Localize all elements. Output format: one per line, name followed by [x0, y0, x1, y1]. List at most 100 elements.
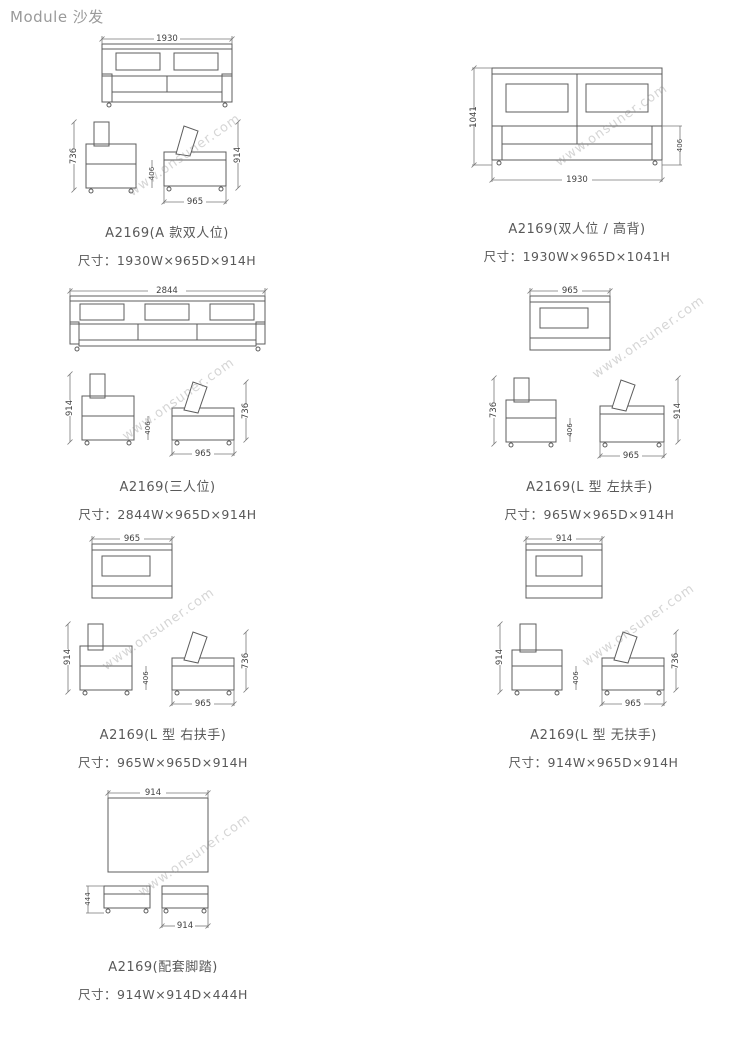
- dim-label-right-height: 914: [233, 147, 243, 163]
- technical-drawing-ottoman: 914 444 914: [84, 788, 211, 931]
- product-name: A2169(L 型 右扶手): [99, 728, 227, 743]
- side-view-with-arm: [79, 623, 133, 696]
- dim-label-depth: 965: [623, 451, 639, 461]
- dim-label-left-height: 1041: [469, 106, 479, 128]
- technical-drawing-l-left-arm: 965 736 406 914: [489, 286, 683, 461]
- technical-drawing-l-armless: 914 914 406 736: [495, 534, 681, 709]
- dim-overall-height: 914: [63, 621, 73, 695]
- dim-label-right-height: 736: [241, 403, 251, 419]
- back-view: [529, 295, 611, 351]
- front-view-highback: [491, 67, 663, 166]
- dim-label-seat-height: 406: [144, 421, 152, 435]
- dim-seat-height: 406: [148, 160, 156, 188]
- dim-label-depth: 965: [195, 699, 211, 709]
- dim-label-seat-height: 406: [566, 423, 574, 437]
- dim-depth: 965: [161, 186, 229, 207]
- side-view-armless-back: [511, 623, 563, 696]
- product-name: A2169(A 款双人位): [105, 226, 229, 241]
- technical-drawing-two-seat-a: 1930 736 914 406: [69, 34, 243, 207]
- back-view: [525, 543, 603, 599]
- product-size: 尺寸：914W×914D×444H: [78, 987, 248, 1002]
- side-view-ottoman-left: [103, 885, 151, 914]
- side-view-armless: [171, 631, 235, 696]
- product-card-two-seat-highback: 1041 406 1930 A2169(双人位 / 高背) 尺寸：1930W×9…: [462, 58, 692, 265]
- product-name: A2169(双人位 / 高背): [508, 222, 646, 237]
- dim-label-seat-height: 406: [148, 166, 156, 180]
- dim-depth: 965: [599, 690, 667, 709]
- product-name: A2169(配套脚踏): [108, 960, 218, 975]
- dim-seat-height: 406: [142, 666, 150, 690]
- dim-label-right-height: 736: [671, 653, 681, 669]
- dim-label-right-height: 736: [241, 653, 251, 669]
- dim-height: 444: [84, 885, 104, 914]
- product-size: 尺寸：1930W×965D×1041H: [483, 249, 671, 264]
- dim-label-width: 2844: [156, 286, 178, 296]
- product-card-three-seat: 2844 914 406 736: [60, 282, 275, 523]
- dim-overall-height: 914: [233, 119, 243, 191]
- dim-seat-height: 406: [572, 666, 580, 690]
- dim-label-width: 1930: [156, 34, 178, 44]
- dim-label-bottom-width: 914: [177, 921, 193, 931]
- side-view-with-arm: [81, 373, 135, 446]
- dim-overall-height: 914: [495, 621, 505, 695]
- product-card-l-right-arm: 965 914 406 736: [58, 530, 268, 771]
- side-view-chaise: [171, 381, 235, 446]
- product-size: 尺寸：965W×965D×914H: [78, 755, 248, 770]
- technical-drawing-three-seat: 2844 914 406 736: [65, 286, 268, 459]
- dim-top-width: 914: [105, 788, 211, 798]
- dim-back-height: 736: [241, 629, 251, 693]
- front-view-three-seat: [69, 295, 266, 352]
- side-view-ottoman-right: [161, 885, 209, 914]
- dim-depth: 965: [169, 440, 237, 459]
- product-size: 尺寸：914W×965D×914H: [508, 755, 679, 770]
- dim-label-left-height: 914: [495, 649, 505, 665]
- dim-label-width: 914: [556, 534, 572, 544]
- product-name: A2169(L 型 左扶手): [526, 480, 653, 495]
- dim-seat-height: 406: [144, 416, 152, 440]
- side-view-chaise: [599, 379, 665, 448]
- product-size: 尺寸：1930W×965D×914H: [77, 253, 257, 268]
- dim-back-height: 736: [671, 629, 681, 693]
- dim-depth: 965: [597, 442, 667, 461]
- dim-label-depth: 965: [195, 449, 211, 459]
- technical-drawing-two-seat-highback: 1041 406 1930: [469, 65, 684, 185]
- dim-top-width: 965: [527, 286, 613, 296]
- dim-top-width: 2844: [67, 286, 268, 296]
- dim-label-right-height: 914: [673, 403, 683, 419]
- dim-label-left-height: 736: [489, 402, 499, 418]
- product-size: 尺寸：965W×965D×914H: [504, 507, 675, 522]
- product-card-l-armless: 914 914 406 736: [486, 530, 701, 771]
- dim-arm-height: 736: [489, 375, 499, 447]
- side-view-armless: [601, 631, 665, 696]
- back-view: [91, 543, 173, 599]
- side-view-chaise: [163, 125, 227, 192]
- dim-top-width: 965: [89, 534, 175, 544]
- dim-depth: 965: [169, 690, 237, 709]
- dim-label-seat-height: 406: [142, 671, 150, 685]
- dim-label-left-height: 736: [69, 148, 79, 164]
- dim-label-depth: 965: [187, 197, 203, 207]
- dim-label-width: 914: [145, 788, 161, 798]
- product-name: A2169(三人位): [119, 480, 216, 495]
- product-name: A2169(L 型 无扶手): [530, 728, 657, 743]
- front-view-two-seat: [101, 43, 233, 108]
- side-view-with-arm: [505, 377, 557, 448]
- dim-label-width: 965: [124, 534, 140, 544]
- product-card-two-seat-a: 1930 736 914 406: [62, 30, 272, 269]
- technical-drawing-l-right-arm: 965 914 406 736: [63, 534, 251, 709]
- dim-back-height: 736: [241, 379, 251, 443]
- page-title: Module 沙发: [10, 8, 104, 26]
- product-size: 尺寸：2844W×965D×914H: [78, 507, 257, 522]
- dim-top-width: 1930: [99, 34, 235, 44]
- top-view-ottoman: [107, 797, 209, 873]
- product-card-l-left-arm: 965 736 406 914: [482, 282, 697, 523]
- dim-label-height: 444: [84, 892, 92, 906]
- dim-arm-height: 736: [69, 119, 79, 193]
- product-card-ottoman: 914 444 914 A2169(配套脚踏) 尺寸：914W×914D×444…: [78, 784, 248, 1003]
- dim-label-seat-height: 406: [572, 671, 580, 685]
- dim-seat-height: 406: [566, 418, 574, 442]
- dim-label-left-height: 914: [63, 649, 73, 665]
- dim-label-depth: 965: [625, 699, 641, 709]
- dim-label-left-height: 914: [65, 400, 75, 416]
- dim-bottom-width: 1930: [489, 160, 665, 185]
